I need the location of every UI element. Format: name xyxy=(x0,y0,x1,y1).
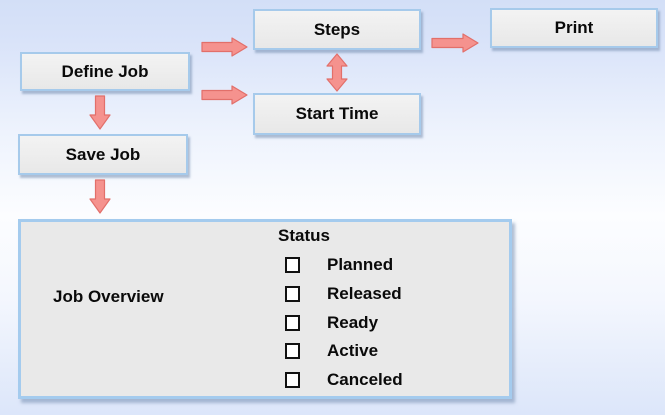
node-print: Print xyxy=(490,8,658,48)
status-option-row-planned: Planned xyxy=(285,255,393,275)
node-print-label: Print xyxy=(554,18,594,37)
arrow-define-job-to-start-time-icon xyxy=(201,85,248,105)
arrow-save-job-to-job-overview-icon xyxy=(89,179,111,214)
node-steps: Steps xyxy=(253,9,421,50)
status-option-label-ready: Ready xyxy=(327,313,379,332)
status-option-label-active: Active xyxy=(327,341,379,360)
node-steps-label: Steps xyxy=(313,19,361,39)
job-overview-label: Job Overview xyxy=(53,287,164,306)
arrow-steps-to-print-icon xyxy=(431,33,479,53)
arrow-define-job-to-save-job-icon xyxy=(89,95,111,130)
status-option-label-canceled: Canceled xyxy=(327,370,403,389)
node-define-job: Define Job xyxy=(20,52,190,91)
checkbox-ready[interactable] xyxy=(285,315,300,331)
arrow-steps-start-time-bidirectional-icon xyxy=(326,53,348,92)
checkbox-planned[interactable] xyxy=(285,257,300,273)
checkbox-active[interactable] xyxy=(285,343,300,359)
checkbox-canceled[interactable] xyxy=(285,372,300,388)
status-option-label-released: Released xyxy=(327,284,402,303)
status-option-row-active: Active xyxy=(285,341,378,361)
node-define-job-label: Define Job xyxy=(61,61,149,81)
arrow-define-job-to-steps-icon xyxy=(201,37,248,57)
checkbox-released[interactable] xyxy=(285,286,300,302)
node-save-job-label: Save Job xyxy=(65,144,141,164)
status-option-label-planned: Planned xyxy=(327,255,394,274)
status-option-row-released: Released xyxy=(285,284,402,304)
job-overview-panel: Job Overview Status Planned Released Rea… xyxy=(18,219,512,399)
status-option-row-canceled: Canceled xyxy=(285,370,403,390)
node-save-job: Save Job xyxy=(18,134,188,175)
node-start-time-label: Start Time xyxy=(295,104,379,123)
status-option-row-ready: Ready xyxy=(285,313,378,333)
status-title: Status xyxy=(278,226,330,245)
node-start-time: Start Time xyxy=(253,93,421,135)
